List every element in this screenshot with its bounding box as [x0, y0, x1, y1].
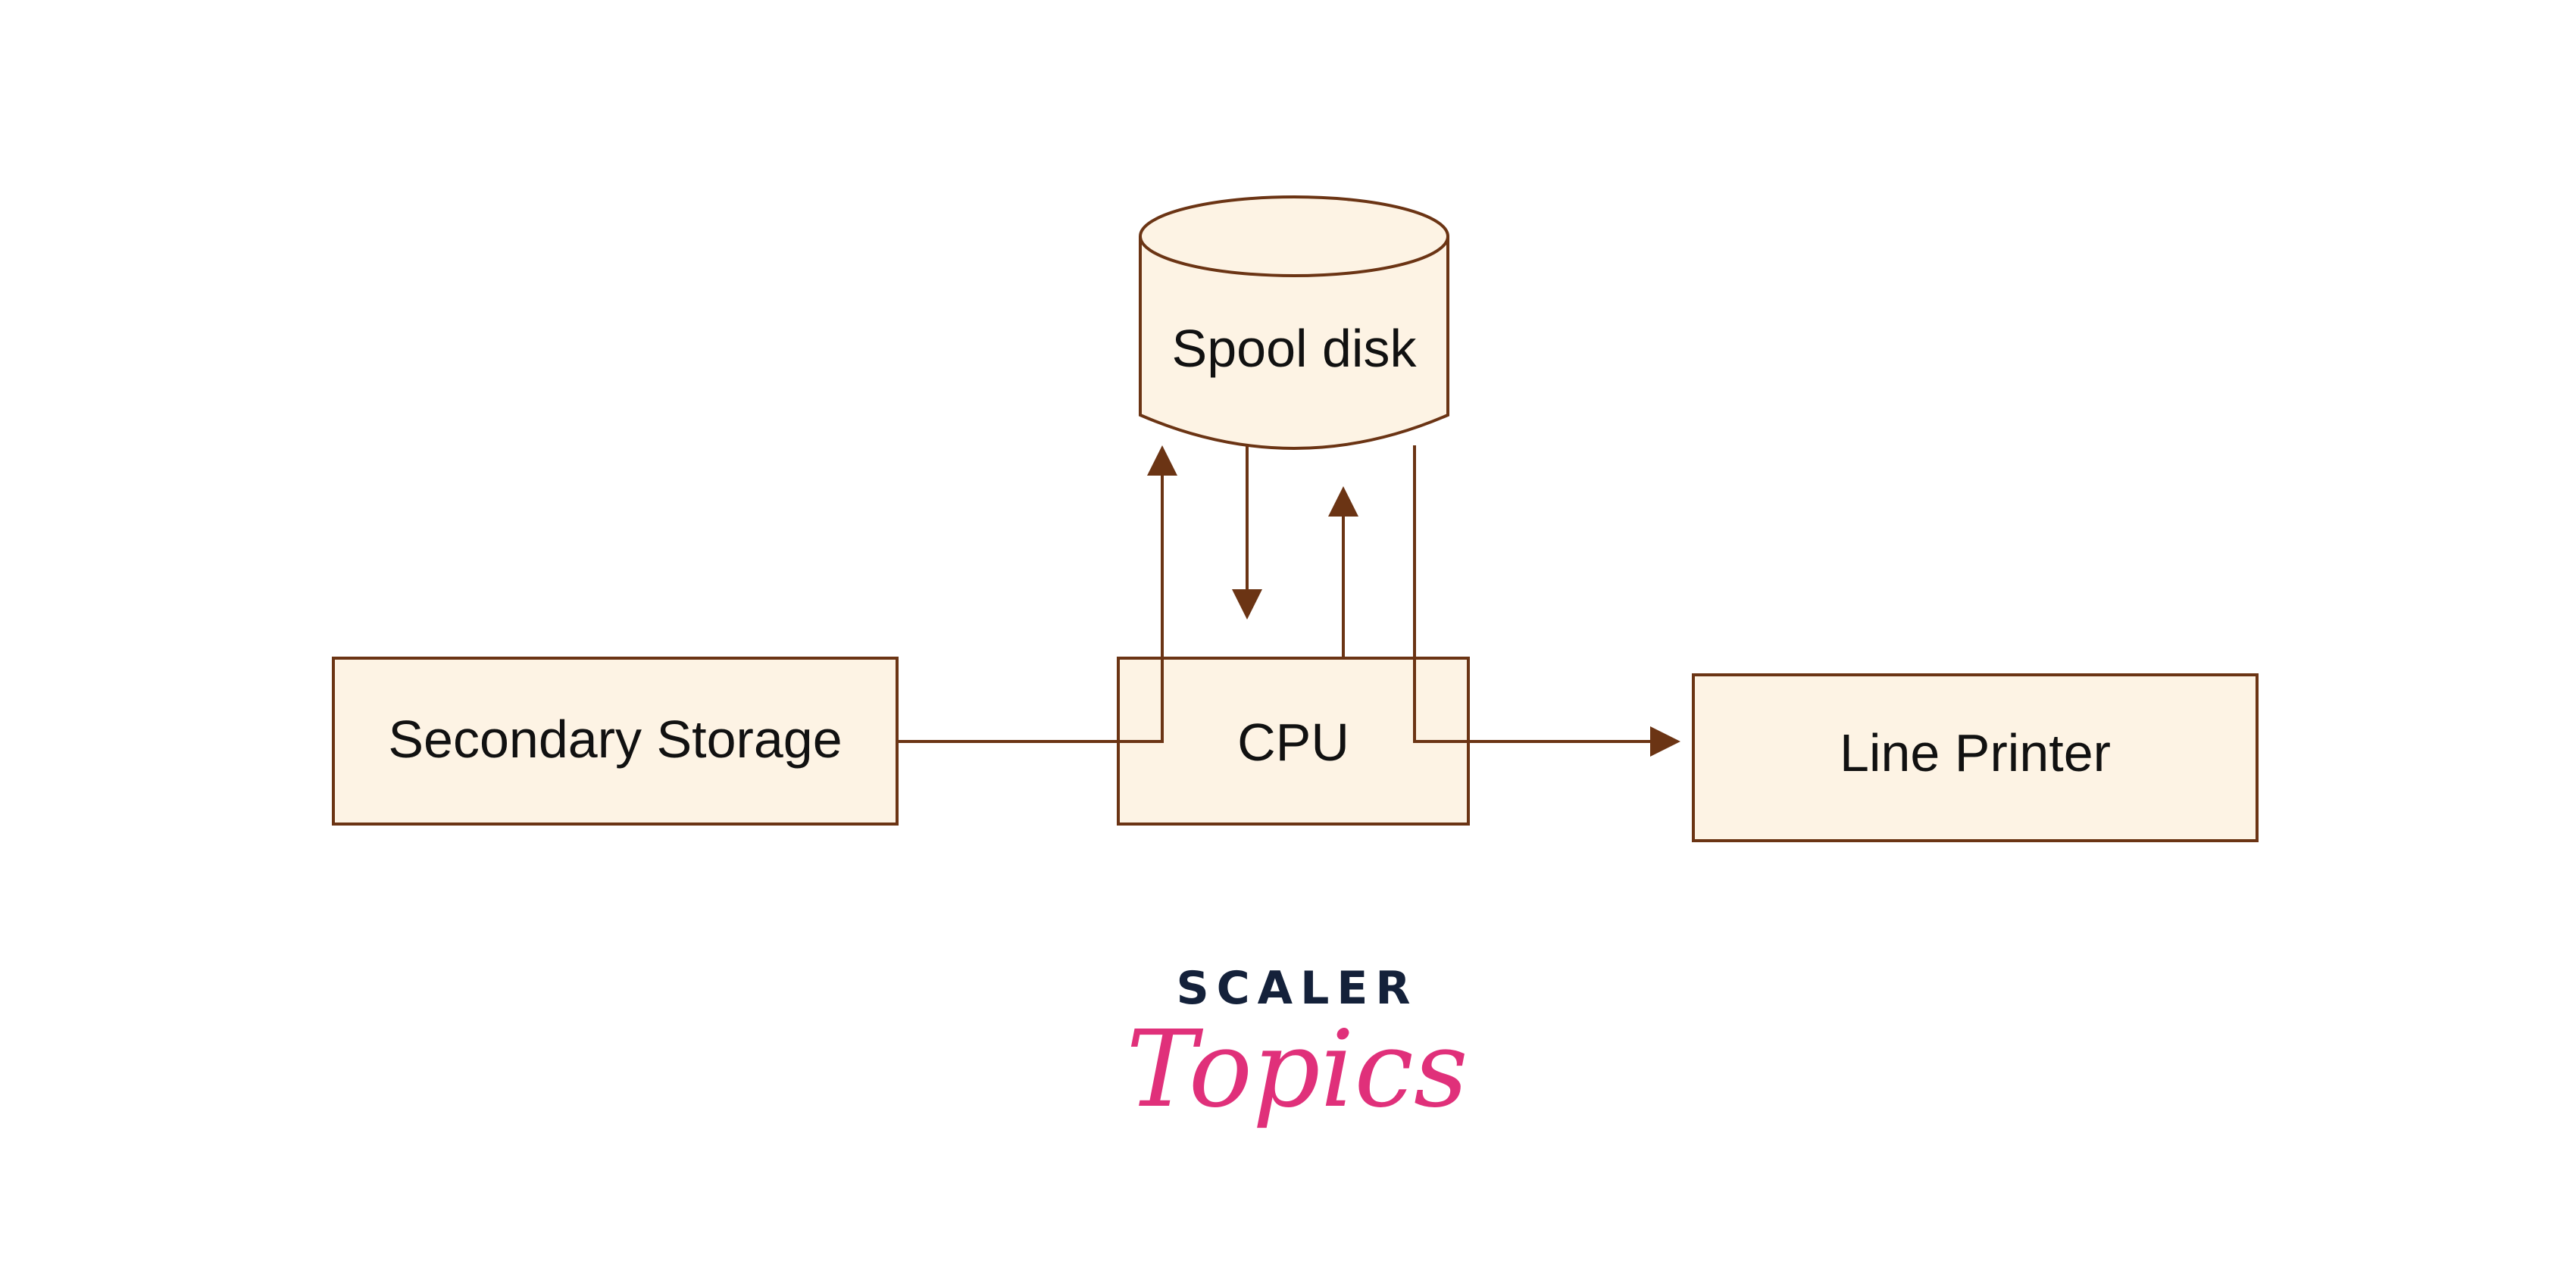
logo-topics-text: Topics [1126, 1008, 1468, 1132]
cpu-label: CPU [1237, 713, 1349, 772]
arrowheads [1147, 445, 1680, 757]
secondary-storage-box [332, 657, 899, 826]
line-printer-box [1692, 673, 2259, 842]
spool-disk-body [1139, 236, 1449, 450]
storage-to-spool-line [897, 473, 1164, 743]
connectors [897, 445, 1653, 743]
arrowhead-down-to-cpu [1232, 589, 1262, 620]
arrowhead-up-to-spool-left [1147, 445, 1177, 476]
scaler-topics-logo: SCALER Topics [1126, 962, 1468, 1132]
spool-disk-label: Spool disk [1172, 319, 1418, 378]
line-printer-label: Line Printer [1840, 723, 2111, 782]
secondary-storage-node: Secondary Storage [332, 657, 899, 826]
spool-disk-top [1139, 195, 1449, 277]
spool-disk-node: Spool disk [1139, 195, 1449, 450]
arrowhead-up-to-spool-right [1328, 486, 1358, 517]
spool-to-printer-line [1413, 445, 1653, 743]
logo-scaler-text: SCALER [1176, 962, 1418, 1015]
line-printer-node: Line Printer [1692, 673, 2259, 842]
arrowhead-right-to-printer [1650, 726, 1680, 757]
secondary-storage-label: Secondary Storage [388, 710, 842, 769]
